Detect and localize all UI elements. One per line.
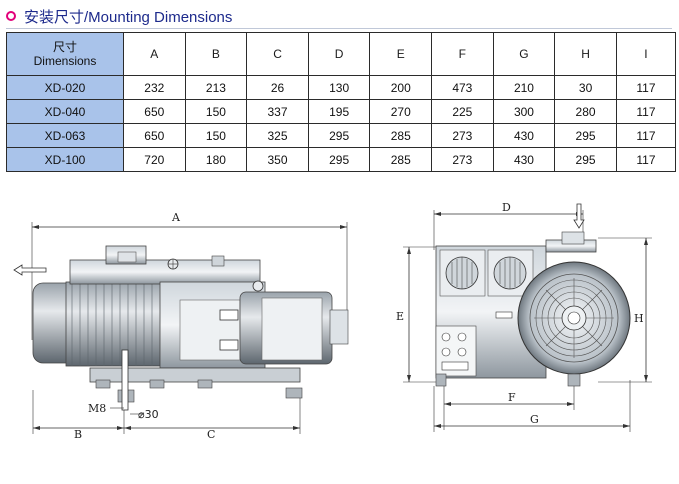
- dim-label-h: H: [634, 312, 644, 325]
- dim-label-f: F: [508, 391, 516, 404]
- column-header: C: [246, 32, 309, 76]
- table-cell: 180: [184, 147, 248, 172]
- dimensions-table: 尺寸 Dimensions A B C D E F G H I XD-020 2…: [6, 32, 677, 172]
- table-cell: 117: [615, 75, 677, 100]
- table-cell: 225: [431, 99, 494, 124]
- table-row: XD-100 720 180 350 295 285 273 430 295 1…: [6, 147, 677, 172]
- table-cell: 300: [492, 99, 556, 124]
- table-cell: 350: [246, 147, 309, 172]
- table-cell: 210: [492, 75, 556, 100]
- page-title: 安装尺寸/Mounting Dimensions: [6, 5, 232, 27]
- table-cell: 295: [554, 123, 617, 148]
- column-header: H: [554, 32, 617, 76]
- table-cell: 720: [123, 147, 186, 172]
- table-cell: 295: [307, 123, 371, 148]
- table-cell: 117: [615, 147, 677, 172]
- table-cell: 325: [246, 123, 309, 148]
- table-row: XD-063 650 150 325 295 285 273 430 295 1…: [6, 123, 677, 148]
- table-cell: 650: [123, 99, 186, 124]
- column-header: F: [431, 32, 494, 76]
- dim-label-g: G: [530, 413, 539, 426]
- dim-label-e: E: [396, 310, 404, 323]
- dim-label-b: B: [74, 428, 82, 441]
- table-cell: 285: [369, 123, 433, 148]
- table-cell: 150: [184, 99, 248, 124]
- side-view: A: [13, 211, 349, 441]
- column-header: D: [307, 32, 371, 76]
- model-cell: XD-020: [6, 75, 124, 100]
- column-header: A: [123, 32, 186, 76]
- header-cn: 尺寸: [52, 40, 77, 54]
- model-cell: XD-100: [6, 147, 124, 172]
- dim-label-c: C: [207, 428, 215, 441]
- table-header-row: 尺寸 Dimensions A B C D E F G H I: [6, 32, 677, 76]
- label-diameter-30: ⌀30: [138, 408, 159, 421]
- table-cell: 195: [307, 99, 371, 124]
- table-cell: 150: [184, 123, 248, 148]
- table-cell: 130: [307, 75, 371, 100]
- column-header: I: [615, 32, 677, 76]
- table-cell: 285: [369, 147, 433, 172]
- table-cell: 213: [184, 75, 248, 100]
- column-header: G: [492, 32, 556, 76]
- table-cell: 473: [431, 75, 494, 100]
- label-m8: M8: [88, 402, 106, 415]
- table-row: XD-040 650 150 337 195 270 225 300 280 1…: [6, 99, 677, 124]
- table-cell: 232: [123, 75, 186, 100]
- table-cell: 337: [246, 99, 309, 124]
- column-header: E: [369, 32, 433, 76]
- page-title-text: 安装尺寸/Mounting Dimensions: [24, 8, 233, 26]
- column-header: B: [184, 32, 248, 76]
- table-row: XD-020 232 213 26 130 200 473 210 30 117: [6, 75, 677, 100]
- table-cell: 430: [492, 147, 556, 172]
- circle-bullet-icon: [6, 11, 16, 21]
- table-cell: 650: [123, 123, 186, 148]
- table-cell: 117: [615, 99, 677, 124]
- front-view: D E H: [396, 201, 652, 432]
- model-cell: XD-063: [6, 123, 124, 148]
- table-cell: 273: [431, 147, 494, 172]
- dim-label-a: A: [171, 211, 181, 224]
- title-divider: [6, 28, 672, 29]
- model-cell: XD-040: [6, 99, 124, 124]
- table-cell: 295: [307, 147, 371, 172]
- table-cell: 270: [369, 99, 433, 124]
- table-cell: 200: [369, 75, 433, 100]
- header-en: Dimensions: [33, 54, 97, 68]
- table-cell: 280: [554, 99, 617, 124]
- table-cell: 295: [554, 147, 617, 172]
- table-cell: 273: [431, 123, 494, 148]
- table-cell: 430: [492, 123, 556, 148]
- table-cell: 117: [615, 123, 677, 148]
- dim-label-d: D: [502, 201, 511, 214]
- mounting-drawing: A: [13, 201, 652, 441]
- table-cell: 26: [246, 75, 309, 100]
- dimensions-header-cell: 尺寸 Dimensions: [6, 32, 124, 76]
- table-cell: 30: [554, 75, 617, 100]
